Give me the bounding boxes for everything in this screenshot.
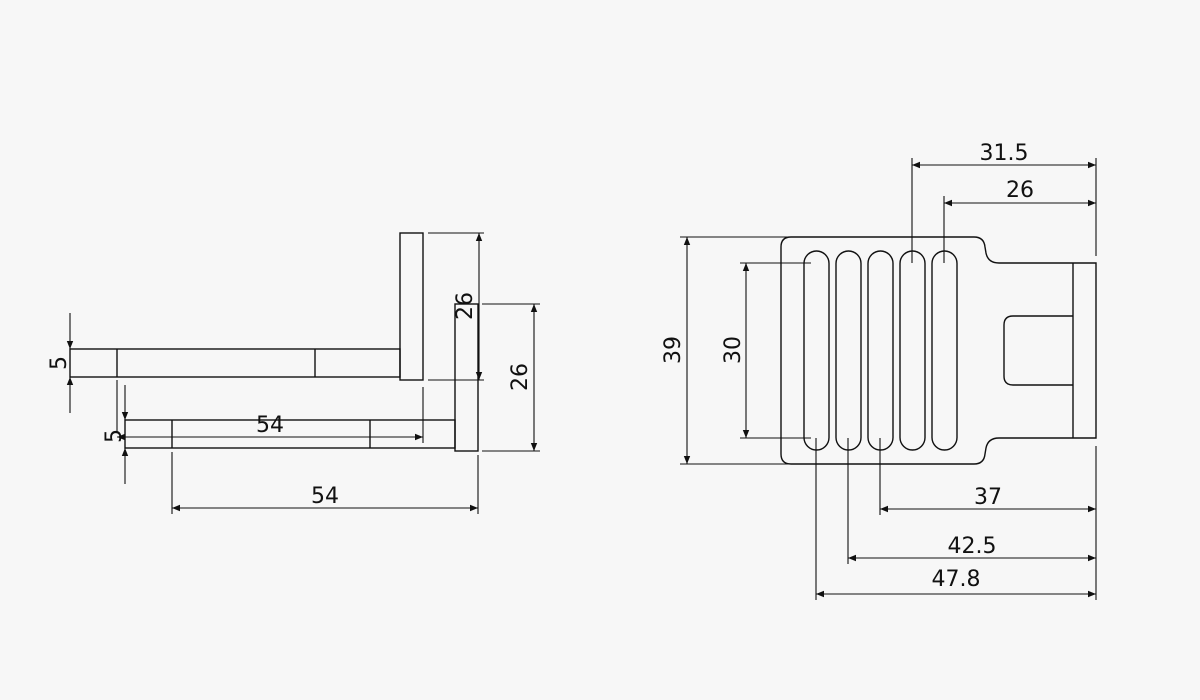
- body-outline: [780, 236, 1097, 465]
- dim-thickness-lower: 5: [102, 385, 129, 484]
- side-view: 5 5 54 54 26: [47, 232, 540, 514]
- dim-label: 26: [508, 363, 533, 391]
- dim-label: 5: [102, 429, 127, 443]
- dim-label: 26: [453, 292, 478, 320]
- dim-label: 42.5: [948, 534, 997, 559]
- dim-slot2-offset: 42.5: [847, 438, 1096, 564]
- dim-slot4-offset: 26: [943, 178, 1096, 263]
- slot-1: [803, 250, 830, 451]
- dim-slot5-offset: 31.5: [911, 141, 1096, 263]
- slot-2: [835, 250, 862, 451]
- dim-label: 54: [311, 484, 339, 509]
- dim-label: 26: [1006, 178, 1034, 203]
- dim-slot3-offset: 37: [879, 438, 1096, 515]
- upper-wall-plate: [399, 232, 424, 381]
- dim-bracket-width-upper: 54: [116, 380, 424, 443]
- dim-label: 39: [661, 336, 686, 364]
- hook-tab: [1003, 315, 1073, 386]
- dim-label: 5: [47, 356, 72, 370]
- lower-wall-plate: [454, 303, 479, 452]
- dim-slot1-offset: 47.8: [815, 438, 1096, 600]
- slot-4: [899, 250, 926, 451]
- dim-label: 31.5: [980, 141, 1029, 166]
- dim-bracket-width-lower: 54: [171, 452, 479, 514]
- dim-label: 54: [256, 413, 284, 438]
- dim-label: 47.8: [932, 567, 981, 592]
- dim-label: 37: [974, 485, 1002, 510]
- slot-3: [867, 250, 894, 451]
- dim-plate-height-upper: 26: [428, 232, 484, 381]
- dim-plate-height-lower: 26: [482, 303, 540, 452]
- upper-bracket-arm: [69, 348, 401, 378]
- dim-slot-height: 30: [721, 262, 811, 439]
- front-view: 39 30 31.5 26 37: [661, 141, 1097, 600]
- lower-bracket-arm: [124, 419, 456, 449]
- dim-thickness-upper: 5: [47, 313, 74, 413]
- slot-5: [931, 250, 958, 451]
- dim-overall-height: 39: [661, 236, 790, 465]
- dim-label: 30: [721, 336, 746, 364]
